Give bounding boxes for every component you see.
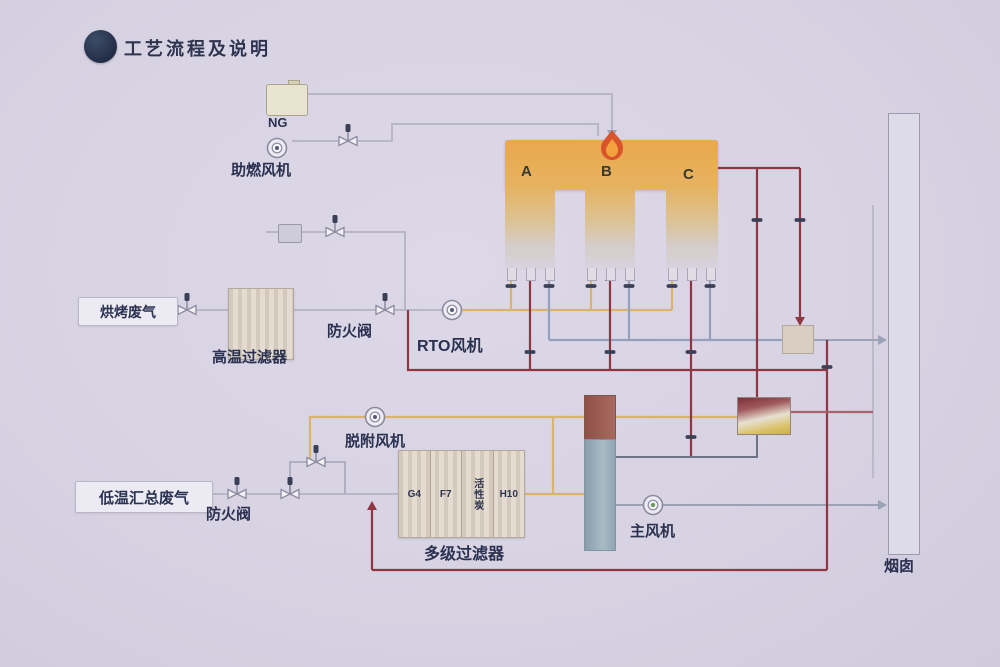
chamber-b-label: B <box>601 163 612 180</box>
damper-icon <box>751 218 763 222</box>
damper-icon <box>524 350 536 354</box>
filter-stage-label: 活性炭 <box>471 477 483 511</box>
valve-icon <box>177 292 197 316</box>
rto-leg <box>507 268 517 281</box>
rto-leg <box>687 268 697 281</box>
valve-icon <box>280 476 300 500</box>
ng-label: NG <box>268 115 288 130</box>
rto-fan-icon <box>441 299 463 321</box>
valve-icon <box>306 444 326 468</box>
main-fan-label: 主风机 <box>630 523 676 540</box>
baking-gas-label: 烘烤废气 <box>100 303 156 320</box>
adsorption-tower-body <box>584 439 616 551</box>
damper-icon <box>505 284 517 288</box>
damper-icon <box>704 284 716 288</box>
rto-leg <box>587 268 597 281</box>
damper-icon <box>623 284 635 288</box>
damper-icon <box>821 365 833 369</box>
filter-stage-label: F7 <box>439 488 452 500</box>
fire-damper-top-label: 防火阀 <box>327 323 373 340</box>
filter-stage-label: H10 <box>499 488 518 500</box>
rto-chamber-b <box>585 188 635 270</box>
chamber-c-label: C <box>683 166 694 183</box>
rto-leg <box>545 268 555 281</box>
main-fan-icon <box>642 494 664 516</box>
flame-icon <box>601 130 623 160</box>
low-temp-gas-source: 低温汇总废气 <box>75 481 213 513</box>
rto-leg <box>668 268 678 281</box>
damper-icon <box>543 284 555 288</box>
desorption-fan-icon <box>364 406 386 428</box>
fresh-air-intake-icon <box>278 224 302 243</box>
fire-damper-bottom-icon <box>227 476 247 500</box>
ng-tank-icon <box>266 84 308 116</box>
combustion-fan-icon <box>266 137 288 159</box>
damper-icon <box>666 284 678 288</box>
hot-gas-pipes <box>370 166 873 572</box>
rto-leg <box>706 268 716 281</box>
rto-chamber-a <box>505 188 555 270</box>
multi-stage-filter-label: 多级过滤器 <box>424 546 505 563</box>
yellow-pipes <box>308 272 737 496</box>
mixing-box <box>782 325 814 354</box>
damper-icon <box>585 284 597 288</box>
rto-chamber-c <box>666 188 718 270</box>
return-pipe <box>614 433 758 458</box>
filter-stage-g4: G4 <box>399 451 431 537</box>
low-temp-gas-label: 低温汇总废气 <box>98 489 189 507</box>
damper-icon <box>794 218 806 222</box>
filter-stage-f7: F7 <box>431 451 462 537</box>
heat-exchanger <box>737 397 791 435</box>
chamber-a-label: A <box>521 163 532 180</box>
high-temp-filter-box <box>228 288 294 360</box>
page-title: 工艺流程及说明 <box>124 39 271 59</box>
fire-damper-top-icon <box>375 292 395 316</box>
rto-leg <box>526 268 536 281</box>
filter-stage-h10: H10 <box>494 451 525 537</box>
fire-damper-bottom-label: 防火阀 <box>206 506 252 523</box>
title-bullet-icon <box>84 30 117 63</box>
baking-gas-source: 烘烤废气 <box>78 297 178 326</box>
damper-icon <box>685 350 697 354</box>
damper-icon <box>685 435 697 439</box>
blue-pipes <box>547 272 782 342</box>
multi-stage-filter-box: G4 F7 活性炭 H10 <box>398 450 525 538</box>
valve-icon <box>338 123 358 147</box>
valve-icon <box>325 214 345 238</box>
rto-fan-label: RTO风机 <box>417 338 483 355</box>
rto-leg <box>625 268 635 281</box>
filter-stage-label: G4 <box>407 488 421 500</box>
damper-icon <box>604 350 616 354</box>
rto-leg <box>606 268 616 281</box>
chimney-label: 烟囱 <box>884 558 915 575</box>
combustion-fan-label: 助燃风机 <box>231 162 292 179</box>
high-temp-filter-label: 高温过滤器 <box>212 349 288 366</box>
filter-stage-carbon: 活性炭 <box>462 451 494 537</box>
chimney-stack <box>888 113 920 555</box>
desorption-fan-label: 脱附风机 <box>345 433 406 450</box>
stack-pipes <box>614 339 878 506</box>
